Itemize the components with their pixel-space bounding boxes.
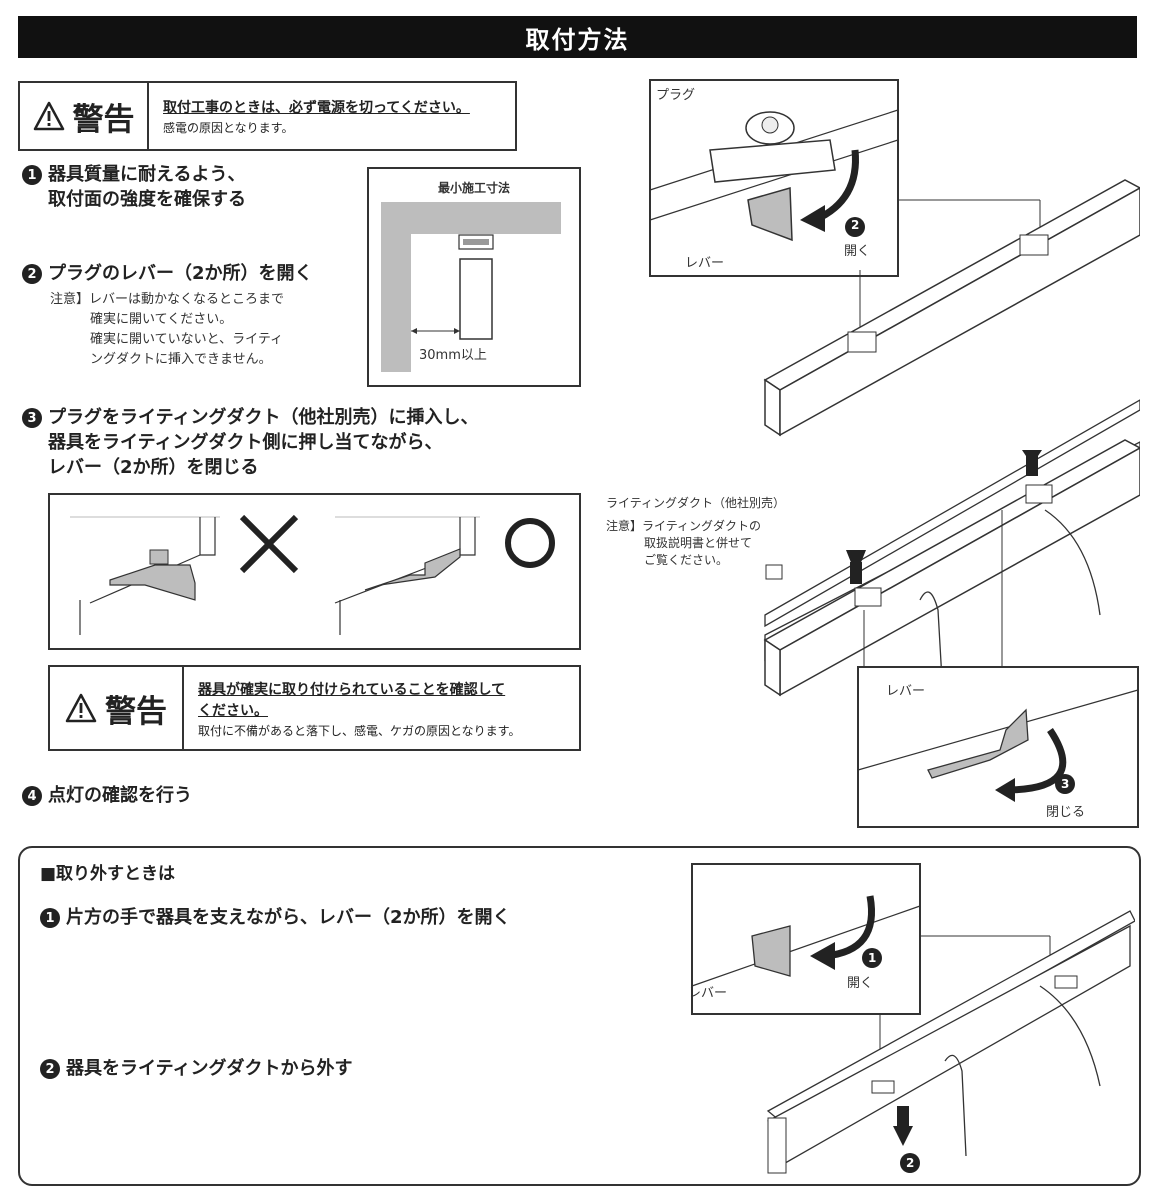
warning-sub-text: 感電の原因となります。: [163, 121, 294, 135]
warning-box-power: 警告 取付工事のときは、必ず電源を切ってください。 感電の原因となります。: [18, 81, 517, 151]
min-dimension-diagram: 最小施工寸法 30mm以上: [367, 167, 581, 387]
warning-label: 警告: [72, 101, 135, 138]
step-number-4: 4: [22, 786, 42, 806]
open-label-top: 開く: [844, 244, 871, 259]
lever-comparison-drawing: [70, 514, 555, 635]
step-2-note: 注意】レバーは動かなくなるところまで 確実に開いてください。 確実に開いていない…: [50, 290, 350, 370]
step-3-line-2: 器具をライティングダクト側に押し当てながら、: [48, 432, 443, 453]
step-number-2: 2: [22, 264, 42, 284]
warning-2-sub-text: 取付に不備があると落下し、感電、ケガの原因となります。: [198, 723, 521, 738]
step-1-line-2: 取付面の強度を確保する: [48, 189, 246, 210]
duct-label: ライティングダクト（他社別売）: [606, 496, 786, 510]
warning-text-2: 器具が確実に取り付けられていることを確認して ください。 取付に不備があると落下…: [184, 667, 534, 749]
note-line-1: 注意】レバーは動かなくなるところまで: [50, 292, 285, 307]
removal-number-2: 2: [906, 1156, 915, 1170]
step-1-line-1: 器具質量に耐えるよう、: [48, 164, 246, 185]
step-2-text: プラグのレバー（2か所）を開く: [48, 263, 313, 284]
note-line-4: ングダクトに挿入できません。: [90, 352, 272, 367]
duct-note-line-2: 取扱説明書と併せて: [644, 536, 753, 550]
min-dimension-title: 最小施工寸法: [437, 181, 510, 195]
step-2: 2 プラグのレバー（2か所）を開く: [22, 261, 352, 286]
warning-box-install: 警告 器具が確実に取り付けられていることを確認して ください。 取付に不備がある…: [48, 665, 581, 751]
note-line-2: 確実に開いてください。: [90, 312, 233, 327]
duct-note: 注意】ライティングダクトの 取扱説明書と併せて ご覧ください。: [606, 518, 761, 569]
duct-note-line-3: ご覧ください。: [644, 553, 729, 567]
warning-2-main-line-1: 器具が確実に取り付けられていることを確認して: [198, 681, 506, 698]
step-4-text: 点灯の確認を行う: [48, 785, 192, 806]
correct-circle-icon: [505, 518, 555, 568]
removal-step-number-2: 2: [40, 1059, 60, 1079]
warning-2-main-line-2: ください。: [198, 702, 268, 719]
lever-label-bottom: レバー: [886, 684, 926, 699]
note-line-3: 確実に開いていないと、ライティ: [90, 332, 284, 347]
step3-number: 3: [1061, 777, 1070, 791]
step-number-1: 1: [22, 165, 42, 185]
close-label: 閉じる: [1046, 805, 1086, 820]
step-4: 4 点灯の確認を行う: [22, 783, 342, 808]
removal-illustration: [691, 863, 1135, 1174]
removal-step-2: 2 器具をライティングダクトから外す: [40, 1056, 640, 1081]
page-title: 取付方法: [18, 16, 1137, 58]
warning-text: 取付工事のときは、必ず電源を切ってください。 感電の原因となります。: [149, 83, 484, 149]
removal-lever-label: レバー: [688, 986, 728, 1001]
warning-label-2: 警告: [105, 693, 167, 730]
removal-open-label: 開く: [847, 976, 874, 991]
step-1: 1 器具質量に耐えるよう、 取付面の強度を確保する: [22, 162, 342, 212]
removal-number-1: 1: [868, 951, 877, 965]
duct-note-line-1: 注意】ライティングダクトの: [606, 519, 762, 533]
step-3: 3 プラグをライティングダクト（他社別売）に挿入し、 器具をライティングダクト側…: [22, 405, 542, 480]
warning-label-cell-2: 警告: [50, 667, 184, 749]
step-3-line-3: レバー（2か所）を閉じる: [48, 457, 259, 478]
removal-heading: ■取り外すときは: [40, 864, 176, 884]
removal-step-2-text: 器具をライティングダクトから外す: [66, 1058, 353, 1079]
min-dimension-drawing: [381, 202, 561, 372]
warning-triangle-icon: [65, 693, 97, 723]
lever-label-top: レバー: [685, 256, 725, 271]
min-dimension-value: 30mm以上: [419, 348, 487, 363]
lever-comparison-box: [48, 493, 581, 650]
warning-main-text: 取付工事のときは、必ず電源を切ってください。: [163, 100, 470, 116]
warning-label-cell: 警告: [20, 83, 149, 149]
removal-section: ■取り外すときは 1 片方の手で器具を支えながら、レバー（2か所）を開く 2 器…: [18, 846, 1141, 1186]
warning-triangle-icon: [33, 101, 64, 131]
plug-label: プラグ: [656, 88, 696, 103]
step-number-3: 3: [22, 408, 42, 428]
step2-number: 2: [851, 218, 860, 232]
removal-step-1-text: 片方の手で器具を支えながら、レバー（2か所）を開く: [66, 907, 511, 928]
step-3-line-1: プラグをライティングダクト（他社別売）に挿入し、: [48, 407, 479, 428]
install-illustration: [649, 79, 1140, 828]
removal-step-1: 1 片方の手で器具を支えながら、レバー（2か所）を開く: [40, 905, 660, 930]
removal-step-number-1: 1: [40, 908, 60, 928]
